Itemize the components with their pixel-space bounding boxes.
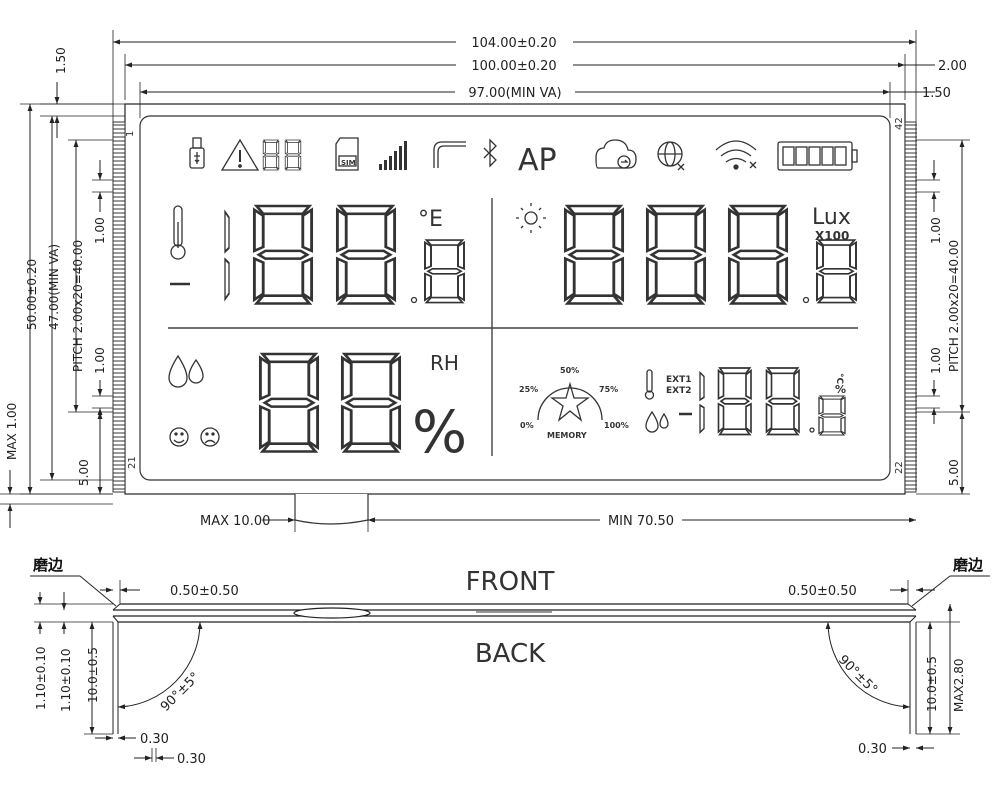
pin-label-42: 42	[894, 117, 905, 130]
dim-height-total: 50.00±0.20	[25, 259, 39, 330]
dim-thickness-2: 1.10±0.10	[59, 649, 73, 713]
dim-pin-width-left-top: 1.00	[93, 217, 107, 244]
dim-pin-length-left: 10.0±0.5	[86, 647, 100, 703]
dim-pin-bottom-left: 5.00	[77, 459, 91, 486]
thermometer-icon	[170, 205, 186, 260]
small-percent-label: %	[835, 383, 846, 396]
small-thermometer-icon	[644, 369, 655, 400]
pct-50: 50%	[560, 366, 579, 375]
usb-icon	[189, 137, 205, 169]
pct-100: 100%	[604, 421, 629, 430]
small-water-drops-icon	[645, 410, 669, 433]
top-dimensions: 104.00±0.20 100.00±0.20 97.00(MIN VA) 2.…	[40, 30, 967, 490]
bottom-dimensions: MAX 10.00 MIN 70.50	[200, 512, 916, 532]
ap-label: AP	[518, 143, 557, 178]
dim-angle-right: 90°±5°	[835, 652, 880, 697]
water-drops-icon	[168, 354, 204, 388]
lux-label: Lux	[812, 205, 851, 230]
seal-bump	[293, 607, 371, 619]
left-pin-row	[112, 121, 126, 493]
dim-pin-length-right: 10.0±0.5	[925, 656, 939, 712]
dim-total-width: 104.00±0.20	[471, 36, 556, 51]
wifi-icon	[715, 140, 757, 170]
cloud-sync-icon	[595, 139, 637, 169]
x100-label: X100	[815, 229, 849, 243]
dim-max-left: MAX 1.00	[5, 403, 19, 460]
seal-tab	[294, 494, 369, 525]
pct-75: 75%	[599, 385, 618, 394]
pin-label-1: 1	[125, 131, 136, 137]
dim-pin-width-right-top: 1.00	[929, 217, 943, 244]
dim-height-va: 47.00(MIN VA)	[47, 244, 61, 330]
sim-card-icon	[335, 137, 359, 171]
pct-0: 0%	[520, 421, 534, 430]
temp-digits	[223, 204, 465, 305]
dim-gap-left: 0.50±0.50	[170, 584, 239, 599]
dim-pin-bottom-right: 5.00	[947, 459, 961, 486]
side-view: FRONT BACK 磨边 磨边 0.50±0.50 0.50±0.50	[30, 556, 990, 767]
pct-25: 25%	[519, 385, 538, 394]
pin-label-22: 22	[894, 461, 905, 474]
dim-min-pins: MIN 70.50	[608, 514, 674, 529]
dim-pin-pitch-c: 0.30	[858, 742, 887, 757]
dim-pitch-right: PITCH 2.00x20=40.00	[947, 240, 961, 372]
small-deg-c-label: °C	[834, 373, 844, 385]
dim-max-thickness: MAX2.80	[952, 658, 966, 712]
dim-thickness-1: 1.10±0.10	[34, 647, 48, 711]
dim-max-tab: MAX 10.00	[200, 514, 270, 529]
ext2-label: EXT2	[666, 386, 692, 396]
right-dimensions: PITCH 2.00x20=40.00 1.00 1.00 5.00	[916, 139, 970, 495]
ext1-label: EXT1	[666, 375, 692, 385]
memory-gauge	[537, 381, 603, 422]
dim-pin-width-right-bottom: 1.00	[929, 347, 943, 374]
dim-pin-width-left-bottom: 1.00	[93, 347, 107, 374]
left-dimensions: 50.00±0.20 47.00(MIN VA) PITCH 2.00x20=4…	[0, 103, 113, 528]
front-label: FRONT	[466, 567, 555, 597]
warning-icon	[220, 138, 260, 171]
dim-top-offset: 1.50	[54, 47, 68, 74]
lcd-glass: 1 21 42 22	[112, 103, 918, 525]
rh-label: RH	[430, 351, 459, 375]
dim-pin-pitch-b: 0.30	[177, 752, 206, 767]
globe-icon	[657, 141, 685, 171]
humidity-digits	[258, 352, 402, 453]
dim-gap-right: 0.50±0.50	[788, 584, 857, 599]
deg-e-label: °E	[418, 207, 443, 232]
dim-right-offset: 2.00	[938, 59, 967, 74]
sun-icon	[516, 203, 546, 233]
edge-grind-left: 磨边	[32, 556, 64, 574]
sim-label: SIM	[341, 159, 356, 167]
edge-grind-right: 磨边	[952, 556, 984, 574]
percent-label: %	[412, 398, 467, 466]
faucet-icon	[433, 141, 466, 168]
signal-bars-icon	[379, 141, 407, 170]
memory-label: MEMORY	[547, 431, 587, 440]
ext-digits	[699, 367, 846, 436]
dim-pin-pitch-a: 0.30	[140, 732, 169, 747]
lcd-segments: SIM AP	[168, 137, 858, 466]
battery-icon	[777, 141, 858, 171]
right-pin-row	[904, 121, 918, 493]
dim-right-va-offset: 1.50	[922, 86, 951, 101]
dim-glass-width: 100.00±0.20	[471, 59, 556, 74]
sad-face-icon	[200, 427, 220, 447]
dim-pitch-left: PITCH 2.00x20=40.00	[71, 240, 85, 372]
back-label: BACK	[475, 639, 546, 669]
pin-label-21: 21	[127, 456, 138, 469]
smiley-icon	[169, 427, 189, 447]
dim-view-area: 97.00(MIN VA)	[468, 86, 561, 101]
bluetooth-icon	[483, 138, 497, 168]
two-digit-small	[262, 139, 302, 171]
lux-digits	[563, 204, 857, 305]
